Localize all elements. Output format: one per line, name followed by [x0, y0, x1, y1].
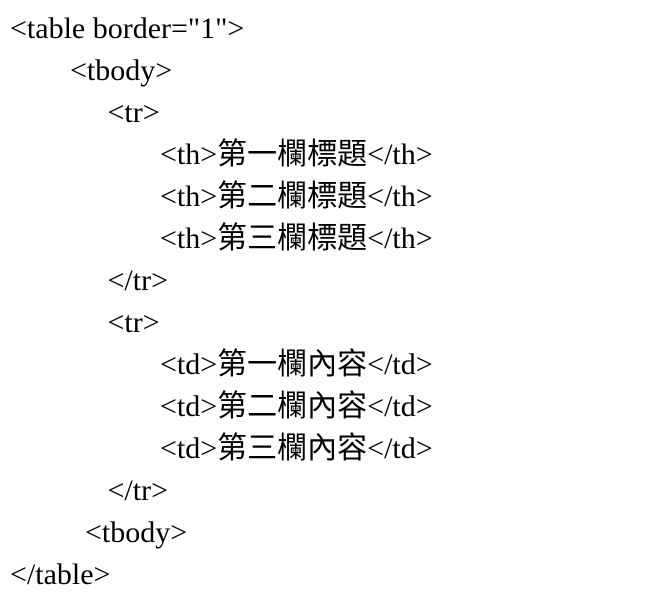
code-line: </tr>: [10, 264, 169, 297]
code-line: <tbody>: [10, 54, 173, 87]
code-line: <table border="1">: [10, 12, 245, 45]
code-line: <th>第一欄標題</th>: [10, 138, 433, 171]
code-line: <th>第二欄標題</th>: [10, 180, 433, 213]
code-line: <td>第二欄內容</td>: [10, 390, 433, 423]
code-line: <th>第三欄標題</th>: [10, 222, 433, 255]
code-line: </tr>: [10, 474, 169, 507]
code-line: <td>第一欄內容</td>: [10, 348, 433, 381]
code-line: <tr>: [10, 96, 160, 129]
code-line: <td>第三欄內容</td>: [10, 432, 433, 465]
code-line: <tbody>: [10, 516, 188, 549]
code-line: <tr>: [10, 306, 160, 339]
code-line: </table>: [10, 558, 111, 591]
